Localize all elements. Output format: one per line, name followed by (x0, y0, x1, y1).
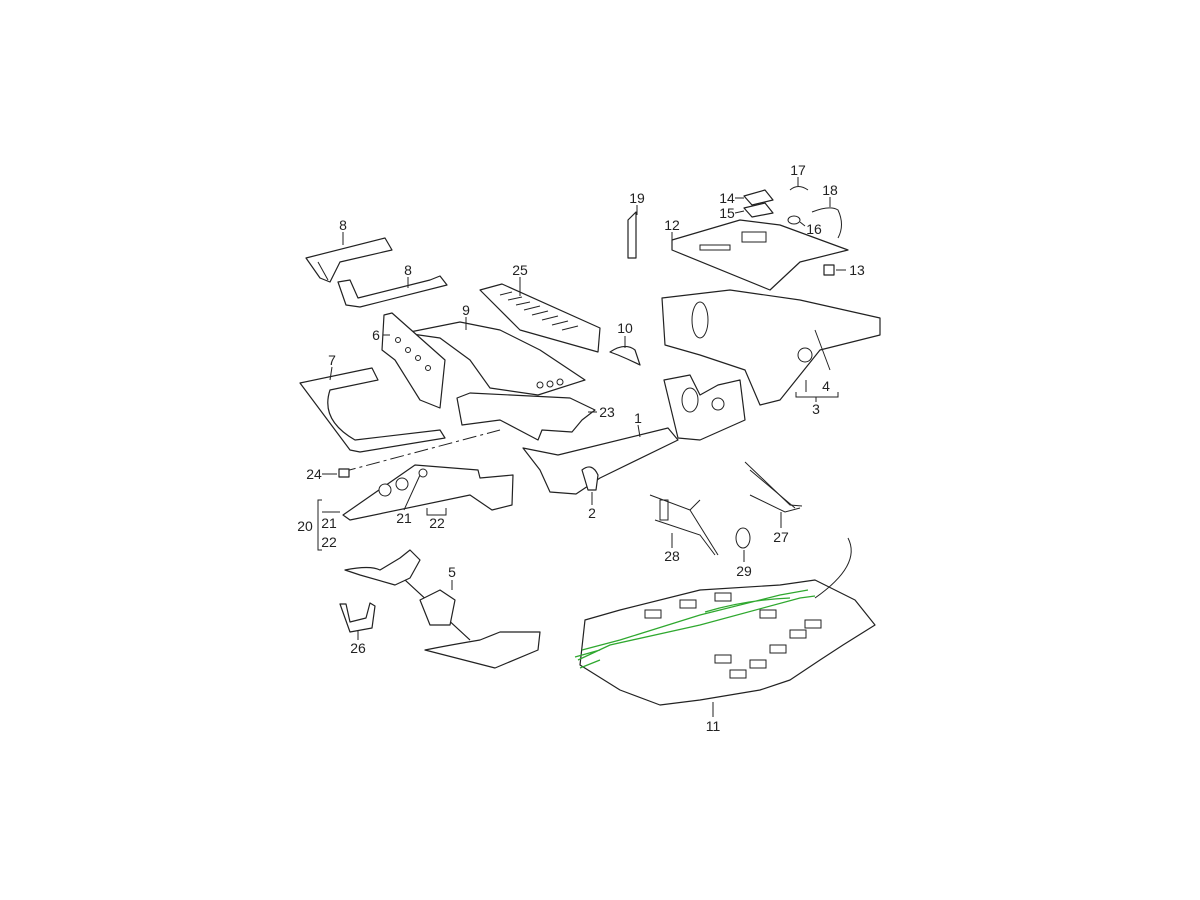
callout-15: 15 (719, 205, 735, 221)
callout-14: 14 (719, 190, 735, 206)
callout-23: 23 (599, 404, 615, 420)
part-15[interactable] (743, 202, 774, 218)
callout-18: 18 (822, 182, 838, 198)
callout-24: 24 (306, 466, 322, 482)
part-28[interactable] (649, 494, 719, 556)
callout-25: 25 (512, 262, 528, 278)
callout-22: 22 (429, 515, 445, 531)
part-6[interactable] (381, 312, 446, 409)
part-18[interactable] (811, 207, 842, 239)
part-26[interactable] (339, 602, 376, 633)
callout-10: 10 (617, 320, 633, 336)
part-17[interactable] (789, 186, 809, 191)
part-29[interactable] (735, 527, 751, 549)
part-5[interactable] (344, 549, 541, 669)
callout-17: 17 (790, 162, 806, 178)
callout-1: 1 (634, 410, 642, 426)
part-23[interactable] (456, 392, 596, 441)
callout-8-upper: 8 (339, 217, 347, 233)
leader-lines (317, 177, 846, 717)
callout-26: 26 (350, 640, 366, 656)
callout-29: 29 (736, 563, 752, 579)
part-8-upper[interactable] (305, 237, 393, 283)
part-25[interactable] (479, 283, 601, 353)
part-14[interactable] (743, 189, 774, 206)
callout-19: 19 (629, 190, 645, 206)
callout-21: 21 (396, 510, 412, 526)
callout-11: 11 (706, 718, 721, 734)
callout-2: 2 (588, 505, 596, 521)
part-19[interactable] (627, 211, 637, 259)
callout-4: 4 (822, 378, 830, 394)
callout-20-sub-21: 21 (321, 515, 337, 531)
part-1[interactable] (522, 374, 746, 495)
part-9[interactable] (404, 321, 586, 396)
callout-6: 6 (372, 327, 380, 343)
part-13[interactable] (823, 264, 835, 276)
part-16[interactable] (787, 215, 801, 225)
callout-9: 9 (462, 302, 470, 318)
part-11[interactable] (574, 0, 1000, 706)
part-24[interactable] (338, 468, 350, 478)
callout-7: 7 (328, 352, 336, 368)
callout-20: 20 (297, 518, 313, 534)
part-2[interactable] (581, 466, 599, 491)
callout-28: 28 (664, 548, 680, 564)
callout-27: 27 (773, 529, 789, 545)
part-20[interactable] (342, 464, 514, 521)
part-10[interactable] (609, 345, 641, 366)
callout-12: 12 (664, 217, 680, 233)
callout-20-sub-22: 22 (321, 534, 337, 550)
callout-5: 5 (448, 564, 456, 580)
part-7[interactable] (299, 367, 446, 453)
part-3[interactable] (661, 289, 881, 406)
part-12[interactable] (671, 219, 849, 291)
assembly-line (341, 429, 501, 473)
callout-13: 13 (849, 262, 865, 278)
part-27[interactable] (744, 461, 803, 513)
callout-3: 3 (812, 401, 820, 417)
callout-8-lower: 8 (404, 262, 412, 278)
part-8-lower[interactable] (337, 275, 448, 308)
callout-16: 16 (806, 221, 822, 237)
